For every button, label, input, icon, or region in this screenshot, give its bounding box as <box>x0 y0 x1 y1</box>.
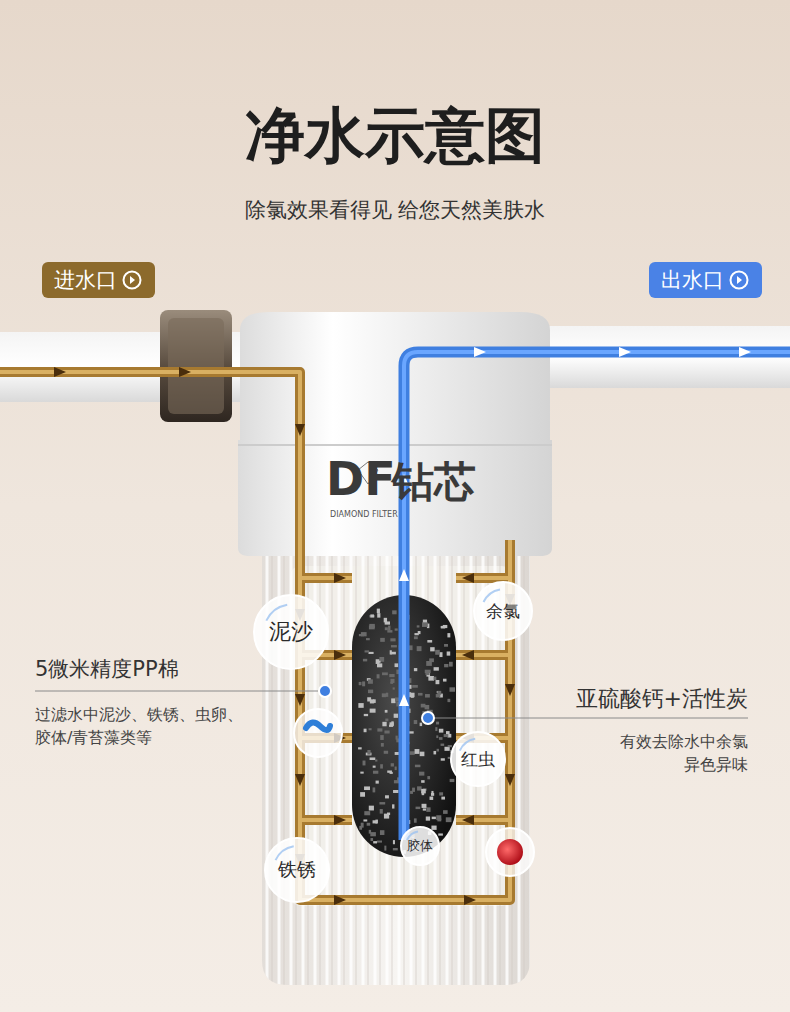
logo-text: 钻芯 <box>392 454 476 510</box>
bubble-text: 铁锈 <box>278 857 316 883</box>
arrow-icon <box>122 270 142 290</box>
arrow-icon <box>729 270 749 290</box>
worm-bubble: 红虫 <box>450 731 506 787</box>
logo-subtext: DIAMOND FILTER <box>330 510 398 519</box>
bubble-text: 余氯 <box>486 600 520 623</box>
bubble-text: 胶体 <box>407 837 433 855</box>
sand-bubble: 泥沙 <box>253 594 329 670</box>
rust-bubble: 铁锈 <box>264 837 330 903</box>
colloid-bubble: 胶体 <box>400 826 440 866</box>
inlet-button: 进水口 <box>42 262 155 298</box>
carbon-heading: 亚硫酸钙+活性炭 <box>576 684 748 714</box>
outlet-button: 出水口 <box>649 262 762 298</box>
button-text: 出水口 <box>661 266 724 294</box>
bubble-text: 泥沙 <box>269 617 313 647</box>
pp-cotton-heading: 5微米精度PP棉 <box>35 655 179 683</box>
button-text: 进水口 <box>54 266 117 294</box>
title: 净水示意图 <box>0 96 790 177</box>
logo-letters: DF <box>326 452 396 506</box>
chlorine-bubble: 余氯 <box>473 581 533 641</box>
carbon-note: 有效去除水中余氯 异色异味 <box>608 730 748 776</box>
bubble-text: 红虫 <box>461 748 495 771</box>
pp-cotton-note: 过滤水中泥沙、铁锈、虫卵、胶体/青苔藻类等 <box>35 703 250 749</box>
subtitle: 除氯效果看得见 给您天然美肤水 <box>0 196 790 224</box>
